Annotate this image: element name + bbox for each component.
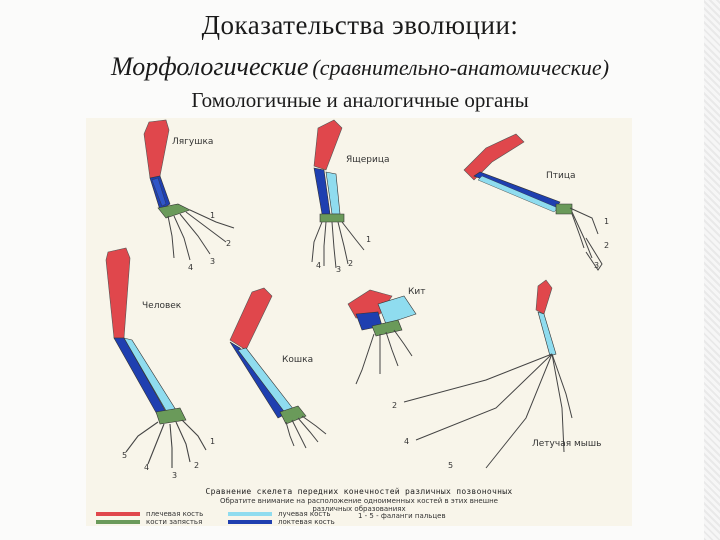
lizard-digits bbox=[311, 221, 365, 269]
label-frog: Лягушка bbox=[172, 137, 213, 147]
slide-title: Доказательства эволюции: bbox=[201, 10, 519, 40]
human-digits bbox=[125, 419, 207, 468]
legend-phalanges-note: 1 - 5 - фаланги пальцев bbox=[358, 512, 446, 520]
svg-text:4: 4 bbox=[144, 463, 149, 472]
svg-text:4: 4 bbox=[316, 261, 321, 270]
bat-limb: 2 4 5 Летучая мышь bbox=[392, 279, 601, 470]
lizard-carpus bbox=[319, 213, 345, 223]
svg-text:2: 2 bbox=[604, 241, 609, 250]
lizard-humerus bbox=[313, 119, 343, 171]
whale-limb: Кит bbox=[347, 287, 425, 385]
whale-carpus bbox=[371, 319, 403, 337]
whale-digits bbox=[355, 329, 413, 385]
human-limb: Человек 1 2 3 4 5 bbox=[105, 247, 215, 480]
bird-digits bbox=[569, 207, 603, 271]
bird-humerus bbox=[463, 133, 525, 181]
svg-text:1: 1 bbox=[366, 235, 371, 244]
bat-humerus bbox=[535, 279, 553, 315]
lizard-limb: Ящерица 1 2 4 3 bbox=[311, 119, 389, 274]
label-cat: Кошка bbox=[282, 355, 313, 365]
legend-line-2: Обратите внимание на расположение одноим… bbox=[220, 497, 498, 505]
bird-radius bbox=[477, 175, 559, 213]
frog-digits bbox=[167, 209, 235, 261]
cat-digits bbox=[285, 415, 327, 449]
bat-digits bbox=[403, 353, 573, 469]
legend-ulna: локтевая кость bbox=[278, 518, 335, 526]
label-lizard: Ящерица bbox=[346, 155, 389, 165]
legend-radius: лучевая кость bbox=[278, 510, 330, 518]
cat-ulna bbox=[229, 341, 287, 419]
cat-carpus bbox=[279, 405, 307, 425]
frog-radius bbox=[151, 177, 167, 207]
legend-humerus: плечевая кость bbox=[146, 510, 203, 518]
label-bird: Птица bbox=[546, 171, 576, 181]
subtitle-parenthetical: (сравнительно-анатомические) bbox=[312, 55, 610, 80]
legend-swatch-humerus bbox=[96, 512, 140, 516]
svg-text:3: 3 bbox=[172, 471, 177, 480]
svg-text:3: 3 bbox=[210, 257, 215, 266]
whale-radius bbox=[377, 295, 417, 325]
human-humerus bbox=[105, 247, 131, 339]
svg-text:2: 2 bbox=[226, 239, 231, 248]
label-bat: Летучая мышь bbox=[532, 439, 601, 449]
legend-carpus: кости запястья bbox=[146, 518, 202, 526]
svg-text:1: 1 bbox=[210, 437, 215, 446]
svg-text:5: 5 bbox=[448, 461, 453, 470]
subtitle-main: Морфологические bbox=[110, 52, 309, 81]
svg-text:2: 2 bbox=[348, 259, 353, 268]
slide-caption: Гомологичные и аналогичные органы bbox=[191, 88, 529, 112]
svg-text:1: 1 bbox=[210, 211, 215, 220]
frog-humerus bbox=[143, 119, 170, 179]
svg-text:4: 4 bbox=[188, 263, 193, 272]
svg-text:3: 3 bbox=[594, 261, 599, 270]
legend-line-3: различных образованиях bbox=[312, 505, 405, 513]
svg-text:3: 3 bbox=[336, 265, 341, 274]
human-carpus bbox=[155, 407, 187, 425]
limb-comparison-figure: Лягушка 1 2 3 4 Ящерица 1 2 4 3 bbox=[86, 118, 632, 526]
cat-humerus bbox=[229, 287, 273, 351]
legend-swatch-radius bbox=[228, 512, 272, 516]
legend-swatch-carpus bbox=[96, 520, 140, 524]
svg-text:1: 1 bbox=[604, 217, 609, 226]
svg-text:4: 4 bbox=[404, 437, 409, 446]
label-human: Человек bbox=[142, 301, 182, 311]
svg-text:2: 2 bbox=[194, 461, 199, 470]
legend-swatch-ulna bbox=[228, 520, 272, 524]
limb-diagram-svg: Лягушка 1 2 3 4 Ящерица 1 2 4 3 bbox=[96, 119, 609, 526]
decorative-edge-stripe bbox=[704, 0, 720, 540]
legend-line-1: Сравнение скелета передних конечностей р… bbox=[206, 487, 513, 496]
cat-limb: Кошка bbox=[229, 287, 327, 449]
bat-radius bbox=[537, 311, 557, 357]
svg-text:2: 2 bbox=[392, 401, 397, 410]
frog-limb: Лягушка 1 2 3 4 bbox=[143, 119, 235, 272]
human-radius bbox=[123, 337, 177, 415]
figure-legend: Сравнение скелета передних конечностей р… bbox=[96, 487, 512, 526]
slide-subtitle: Морфологические (сравнительно-анатомичес… bbox=[0, 52, 720, 82]
svg-text:5: 5 bbox=[122, 451, 127, 460]
label-whale: Кит bbox=[408, 287, 425, 297]
bird-carpus bbox=[555, 203, 573, 215]
human-ulna bbox=[113, 337, 167, 417]
bird-limb: Птица 1 2 3 bbox=[463, 133, 609, 271]
